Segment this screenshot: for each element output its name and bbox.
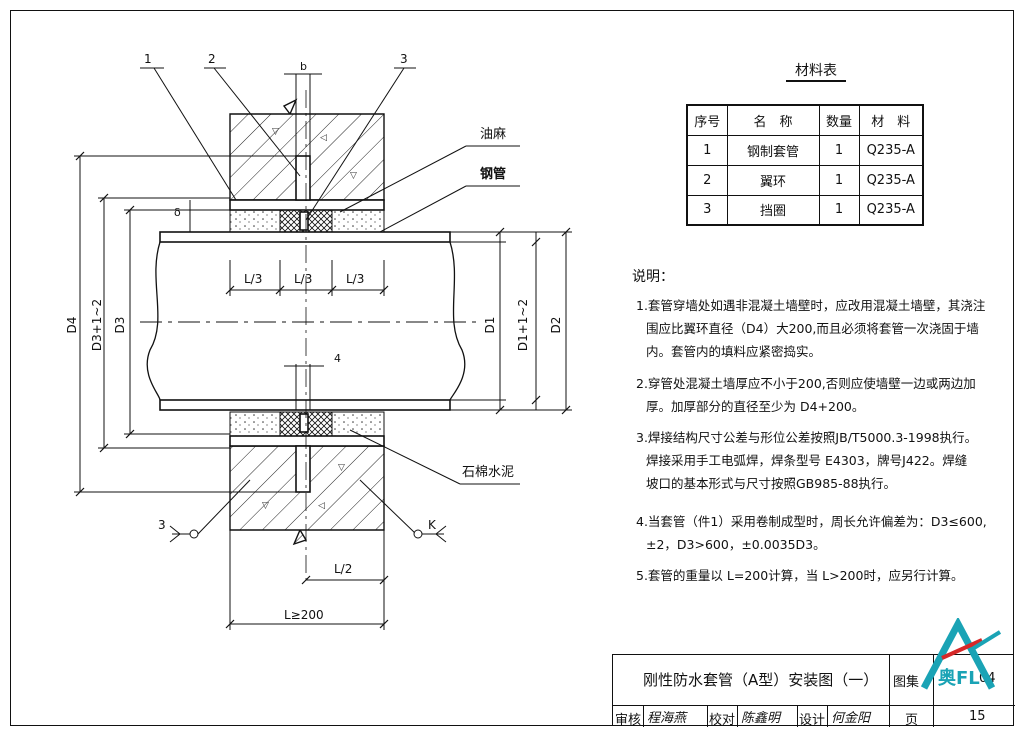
table-cell: 1 <box>818 164 860 196</box>
note-line: 3.焊接结构尺寸公差与形位公差按照JB/T5000.3-1998执行。 <box>636 430 978 445</box>
atlas-label: 图集 <box>893 675 920 690</box>
note-line: 5.套管的重量以 L=200计算，当 L>200时，应另行计算。 <box>636 568 964 583</box>
dim-d3: D3 <box>113 316 127 334</box>
table-cell: 钢制套管 <box>726 134 820 166</box>
table-cell: 翼环 <box>726 164 820 196</box>
wing-ring-bottom <box>295 445 311 493</box>
table-row: 3 挡圈 1 Q235-A <box>686 194 924 226</box>
dim-b-label: b <box>300 60 307 73</box>
note-4: 4.当套管（件1）采用卷制成型时，周长允许偏差为：D3≤600, ±2，D3>6… <box>636 510 1006 556</box>
materials-title: 材料表 <box>786 60 846 82</box>
table-cell: Q235-A <box>858 134 924 166</box>
sleeve-bottom <box>229 435 385 447</box>
check-label: 校对 <box>709 713 736 728</box>
table-row: 1 钢制套管 1 Q235-A <box>686 134 924 166</box>
label-steel-pipe: 钢管 <box>480 167 507 182</box>
design-label: 设计 <box>799 713 826 728</box>
note-line: 1.套管穿墙处如遇非混凝土墙壁时，应改用混凝土墙壁，其浇注 <box>636 298 986 313</box>
page-number: 15 <box>969 709 986 724</box>
table-cell: Q235-A <box>858 164 924 196</box>
dim-delta-label: δ <box>174 206 181 219</box>
header-cell: 材 料 <box>858 104 924 136</box>
dim-length: L≥200 <box>284 608 324 622</box>
left-dimensions <box>74 155 296 493</box>
note-line: 内。套管内的填料应紧密捣实。 <box>646 344 822 359</box>
table-cell: 1 <box>818 134 860 166</box>
note-5: 5.套管的重量以 L=200计算，当 L>200时，应另行计算。 <box>636 564 1006 587</box>
dim-d3-plus: D3+1~2 <box>90 298 104 352</box>
dim-d4: D4 <box>65 316 79 334</box>
note-3: 3.焊接结构尺寸公差与形位公差按照JB/T5000.3-1998执行。 焊接采用… <box>636 426 1006 495</box>
review-label: 审核 <box>615 713 642 728</box>
dim-third-3: L/3 <box>346 272 365 286</box>
notes-heading: 说明： <box>632 269 674 285</box>
leader-lines <box>140 67 520 535</box>
dim-4-label: 4 <box>334 352 341 365</box>
watermark-logo: 奥FL <box>920 618 1002 690</box>
table-cell: 挡圈 <box>726 194 820 226</box>
note-line: 围应比翼环直径（D4）大200,而且必须将套管一次浇固于墙 <box>646 321 979 336</box>
callout-3: 3 <box>400 52 408 66</box>
note-1: 1.套管穿墙处如遇非混凝土墙壁时，应改用混凝土墙壁，其浇注 围应比翼环直径（D4… <box>636 294 1006 363</box>
note-line: 坡口的基本形式与尺寸按照GB985-88执行。 <box>646 476 897 491</box>
watermark-text: 奥FL <box>938 667 980 689</box>
materials-header-row: 序号 名 称 数量 材 料 <box>686 104 924 136</box>
dim-half: L/2 <box>334 562 353 576</box>
note-line: 2.穿管处混凝土墙厚应不小于200,否则应使墙壁一边或两边加 <box>636 376 976 391</box>
steel-pipe <box>140 90 480 580</box>
note-line: 焊接采用手工电弧焊，焊条型号 E4303，牌号J422。焊缝 <box>646 453 968 468</box>
table-cell: 3 <box>686 194 728 226</box>
section-mark-left: 3 <box>158 518 166 532</box>
svg-text:▽: ▽ <box>350 171 357 181</box>
design-signature: 何金阳 <box>831 711 871 726</box>
note-line: ±2，D3>600，±0.0035D3。 <box>646 537 826 552</box>
header-cell: 名 称 <box>726 104 820 136</box>
note-line: 4.当套管（件1）采用卷制成型时，周长允许偏差为：D3≤600, <box>636 514 987 529</box>
svg-text:▽: ▽ <box>262 501 269 511</box>
header-cell: 数量 <box>818 104 860 136</box>
svg-text:◁: ◁ <box>320 133 327 143</box>
wing-ring-top <box>295 155 311 201</box>
table-row: 2 翼环 1 Q235-A <box>686 164 924 196</box>
svg-text:▽: ▽ <box>272 127 279 137</box>
dim-d1: D1 <box>483 316 497 334</box>
label-oil-hemp: 油麻 <box>480 127 507 142</box>
header-cell: 序号 <box>686 104 728 136</box>
svg-text:▽: ▽ <box>338 463 345 473</box>
table-cell: 1 <box>686 134 728 166</box>
drawing-title: 刚性防水套管（A型）安装图（一） <box>643 671 879 689</box>
callout-2: 2 <box>208 52 216 66</box>
materials-title-underline <box>786 80 846 81</box>
dim-d1-plus: D1+1~2 <box>516 298 530 352</box>
dim-d2: D2 <box>549 316 563 334</box>
review-signature: 程海燕 <box>647 711 687 726</box>
right-dimensions <box>450 231 572 411</box>
table-cell: Q235-A <box>858 194 924 226</box>
section-mark-right: K <box>428 518 436 532</box>
note-2: 2.穿管处混凝土墙厚应不小于200,否则应使墙壁一边或两边加 厚。加厚部分的直径… <box>636 372 1006 418</box>
dim-third-1: L/3 <box>244 272 263 286</box>
note-line: 厚。加厚部分的直径至少为 D4+200。 <box>646 399 865 414</box>
svg-text:◁: ◁ <box>318 501 325 511</box>
check-signature: 陈鑫明 <box>741 711 781 726</box>
table-cell: 2 <box>686 164 728 196</box>
dim-third-2: L/3 <box>294 272 313 286</box>
materials-table: 序号 名 称 数量 材 料 1 钢制套管 1 Q235-A 2 翼环 1 Q23… <box>686 104 924 226</box>
table-cell: 1 <box>818 194 860 226</box>
sheet-border <box>10 10 1014 726</box>
label-asbestos-cement: 石棉水泥 <box>462 465 515 480</box>
callout-1: 1 <box>144 52 152 66</box>
page-label: 页 <box>905 713 919 728</box>
